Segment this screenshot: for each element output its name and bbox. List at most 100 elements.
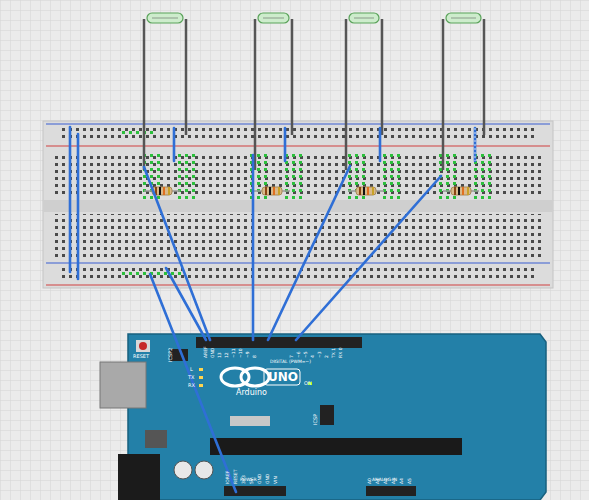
connected-hole xyxy=(178,168,181,171)
connected-hole xyxy=(348,196,351,199)
connected-hole xyxy=(299,161,302,164)
connected-hole xyxy=(292,189,295,192)
pin-label: 3V3 xyxy=(242,475,247,484)
pin-label: A0 xyxy=(368,478,373,484)
connected-hole xyxy=(488,168,491,171)
connected-hole xyxy=(150,196,153,199)
connected-hole xyxy=(192,189,195,192)
connected-hole xyxy=(397,189,400,192)
connected-hole xyxy=(178,196,181,199)
connected-hole xyxy=(453,182,456,185)
connected-hole xyxy=(362,175,365,178)
connected-hole xyxy=(185,189,188,192)
connected-hole xyxy=(143,196,146,199)
connected-hole xyxy=(257,161,260,164)
connected-hole xyxy=(185,196,188,199)
connected-hole xyxy=(285,175,288,178)
connected-hole xyxy=(192,182,195,185)
connected-hole xyxy=(143,272,146,275)
connected-hole xyxy=(171,272,174,275)
connected-hole xyxy=(390,154,393,157)
pin-label: ~11 xyxy=(232,349,237,359)
pin-label: A3 xyxy=(392,478,397,484)
connected-hole xyxy=(257,182,260,185)
connected-hole xyxy=(383,161,386,164)
resistor-symbol xyxy=(144,187,180,195)
reed-switch xyxy=(443,13,484,170)
connected-hole xyxy=(122,131,125,134)
connected-hole xyxy=(178,154,181,157)
connected-hole xyxy=(257,168,260,171)
pin-label: ~9 xyxy=(246,351,251,358)
connected-hole xyxy=(446,161,449,164)
connected-hole xyxy=(292,182,295,185)
connected-hole xyxy=(439,161,442,164)
jumper-wire xyxy=(166,268,206,340)
connected-hole xyxy=(292,196,295,199)
connected-hole xyxy=(257,175,260,178)
board-label: Arduino xyxy=(236,389,267,397)
connected-hole xyxy=(178,161,181,164)
pin-label: GND xyxy=(211,348,216,358)
connected-hole xyxy=(474,175,477,178)
pin-label: ~10 xyxy=(239,349,244,359)
connected-hole xyxy=(348,182,351,185)
pin-label: AREF xyxy=(204,346,209,358)
connected-hole xyxy=(488,189,491,192)
connected-hole xyxy=(439,168,442,171)
pin-label: 8 xyxy=(253,355,258,358)
pin-label: ICSP xyxy=(313,414,318,425)
connected-hole xyxy=(299,175,302,178)
connected-hole xyxy=(474,196,477,199)
connected-hole xyxy=(355,154,358,157)
connected-hole xyxy=(192,161,195,164)
connected-hole xyxy=(157,161,160,164)
connected-hole xyxy=(474,168,477,171)
jumper-wire xyxy=(379,128,382,161)
pin-label: 5V xyxy=(250,478,255,484)
connected-hole xyxy=(481,196,484,199)
pin-label: A4 xyxy=(400,478,405,484)
jumper-wire xyxy=(173,128,176,161)
connected-hole xyxy=(355,175,358,178)
board-label: UNO xyxy=(268,371,298,383)
pin-label: GND xyxy=(258,474,263,484)
connected-hole xyxy=(439,154,442,157)
connected-hole xyxy=(157,154,160,157)
board-label: RX xyxy=(188,383,195,388)
connected-hole xyxy=(383,154,386,157)
pin-label: 4 xyxy=(311,355,316,358)
reed-switch xyxy=(255,13,292,170)
connected-hole xyxy=(185,175,188,178)
board-label: RESET xyxy=(133,354,149,359)
connected-hole xyxy=(157,196,160,199)
connected-hole xyxy=(390,161,393,164)
pin-label: RX 0 xyxy=(339,347,344,358)
jumper-wire xyxy=(268,166,350,340)
connected-hole xyxy=(390,175,393,178)
connected-hole xyxy=(185,161,188,164)
connected-hole xyxy=(185,168,188,171)
pin-label: A1 xyxy=(376,478,381,484)
connected-hole xyxy=(150,131,153,134)
connected-hole xyxy=(264,154,267,157)
connected-hole xyxy=(355,196,358,199)
connected-hole xyxy=(488,161,491,164)
connected-hole xyxy=(264,168,267,171)
connected-hole xyxy=(285,182,288,185)
pin-label: GND xyxy=(266,474,271,484)
breadboard xyxy=(43,121,553,288)
connected-hole xyxy=(383,182,386,185)
connected-hole xyxy=(397,154,400,157)
pin-label: 2 xyxy=(325,355,330,358)
connected-hole xyxy=(192,168,195,171)
board-label: DIGITAL (PWM=~) xyxy=(270,360,311,365)
connected-hole xyxy=(143,175,146,178)
reed-switch xyxy=(346,13,382,170)
connected-hole xyxy=(285,168,288,171)
resistor-symbol xyxy=(348,187,384,195)
connected-hole xyxy=(122,272,125,275)
connected-hole xyxy=(264,161,267,164)
pin-label: 7 xyxy=(290,355,295,358)
